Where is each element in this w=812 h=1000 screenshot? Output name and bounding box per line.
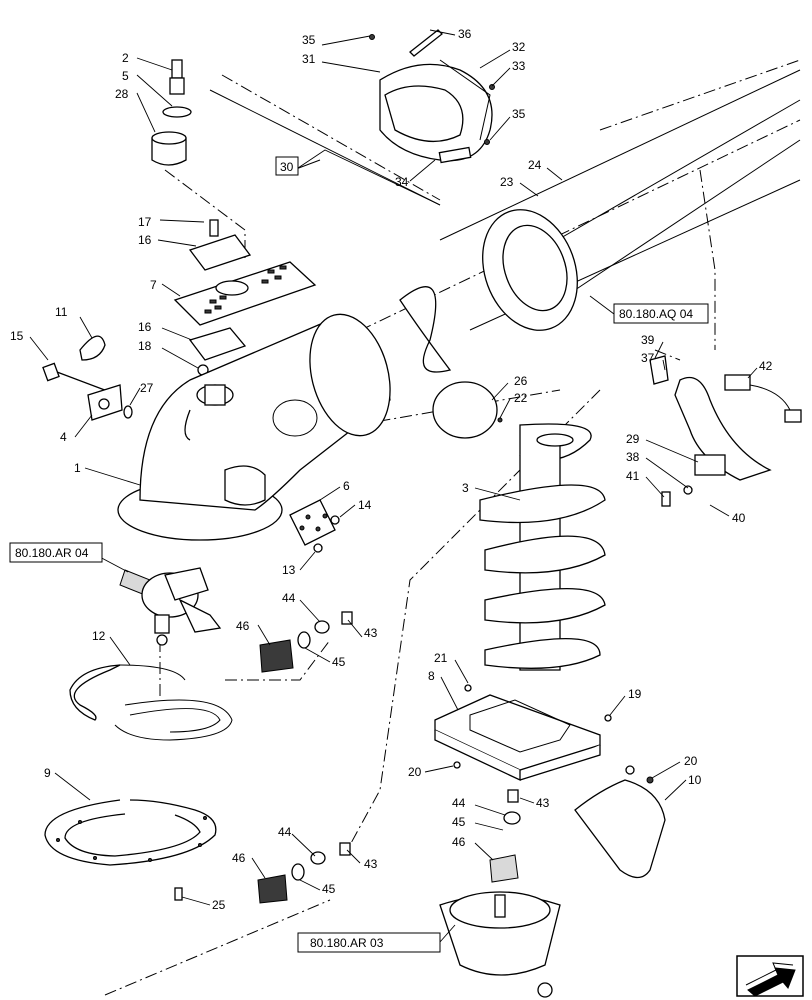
callout-25: 25: [212, 898, 226, 912]
callout-43a: 43: [536, 796, 550, 810]
reference-ar04-label[interactable]: 80.180.AR 04: [15, 546, 89, 560]
auger-mounting-plate: [434, 684, 612, 782]
callout-21: 21: [434, 651, 448, 665]
callout-6: 6: [343, 479, 350, 493]
callout-7: 7: [150, 278, 157, 292]
callout-16b: 16: [138, 320, 152, 334]
callout-9: 9: [44, 766, 51, 780]
callout-43b: 43: [364, 626, 378, 640]
callout-8: 8: [428, 669, 435, 683]
callout-30-box: 30: [275, 156, 299, 176]
auger-flighting: [479, 423, 606, 671]
coupling-stack-upper: [259, 611, 353, 673]
callout-2: 2: [122, 51, 129, 65]
callout-20a: 20: [408, 765, 422, 779]
callout-41: 41: [626, 469, 640, 483]
callout-15: 15: [10, 329, 24, 343]
callout-11: 11: [55, 305, 68, 319]
callout-36: 36: [458, 27, 472, 41]
callout-3: 3: [462, 481, 469, 495]
callout-26: 26: [514, 374, 528, 388]
callout-29: 29: [626, 432, 640, 446]
callout-44c: 44: [278, 825, 292, 839]
callout-28: 28: [115, 87, 129, 101]
sensor-bracket: [649, 355, 802, 507]
auger-tube: [399, 69, 801, 373]
callout-32: 32: [512, 40, 526, 54]
callout-46c: 46: [232, 851, 246, 865]
callout-46b: 46: [236, 619, 250, 633]
callout-38: 38: [626, 450, 640, 464]
callout-13: 13: [282, 563, 296, 577]
callout-35b: 35: [512, 107, 526, 121]
callout-14: 14: [358, 498, 372, 512]
reference-ar03-label[interactable]: 80.180.AR 03: [310, 936, 384, 950]
callout-17: 17: [138, 215, 152, 229]
spout-elbow-housing: [117, 313, 391, 541]
callout-1: 1: [74, 461, 81, 475]
callout-45b: 45: [332, 655, 346, 669]
lower-gearbox: [439, 789, 561, 998]
cover-plate: [289, 499, 340, 553]
top-bolt-stack: [151, 59, 192, 166]
left-gearbox: [119, 567, 222, 646]
flange-gasket: [44, 799, 217, 901]
cover-disc: [432, 381, 503, 439]
callout-33: 33: [512, 59, 526, 73]
spout-cap: [369, 29, 495, 164]
callout-4: 4: [60, 430, 67, 444]
reference-aq04-label[interactable]: 80.180.AQ 04: [619, 307, 693, 321]
callout-45c: 45: [322, 882, 336, 896]
callout-34: 34: [395, 175, 409, 189]
callout-39: 39: [641, 333, 655, 347]
reference-aq04[interactable]: 80.180.AQ 04: [613, 303, 709, 324]
callout-22: 22: [514, 391, 528, 405]
callout-24: 24: [528, 158, 542, 172]
coupling-stack-lower: [257, 842, 351, 904]
callout-44b: 44: [282, 591, 296, 605]
callout-5: 5: [122, 69, 129, 83]
callout-20b: 20: [684, 754, 698, 768]
callout-31: 31: [302, 52, 316, 66]
callout-27: 27: [140, 381, 154, 395]
callout-12: 12: [92, 629, 106, 643]
callout-40: 40: [732, 511, 746, 525]
bearing-plates: [173, 219, 317, 376]
callout-23: 23: [500, 175, 514, 189]
callout-45a: 45: [452, 815, 466, 829]
lock-pin-assembly: [42, 335, 133, 421]
reference-ar04[interactable]: 80.180.AR 04: [9, 542, 103, 563]
callout-42: 42: [759, 359, 773, 373]
callout-46a: 46: [452, 835, 466, 849]
leader-lines: [29, 29, 758, 943]
callout-10: 10: [688, 773, 702, 787]
callout-18: 18: [138, 339, 152, 353]
callout-30: 30: [280, 160, 294, 174]
callout-16a: 16: [138, 233, 152, 247]
next-page-arrow-icon[interactable]: [736, 955, 804, 997]
callout-43c: 43: [364, 857, 378, 871]
callout-44a: 44: [452, 796, 466, 810]
callout-35a: 35: [302, 33, 316, 47]
lower-shield: [574, 765, 666, 879]
callout-labels: 2 5 28 17 16 7 16 18 11 15 27 4 1 6 14 1…: [10, 27, 773, 912]
callout-19: 19: [628, 687, 642, 701]
callout-37: 37: [641, 351, 655, 365]
split-ring: [69, 664, 233, 741]
reference-ar03[interactable]: 80.180.AR 03: [297, 932, 441, 953]
